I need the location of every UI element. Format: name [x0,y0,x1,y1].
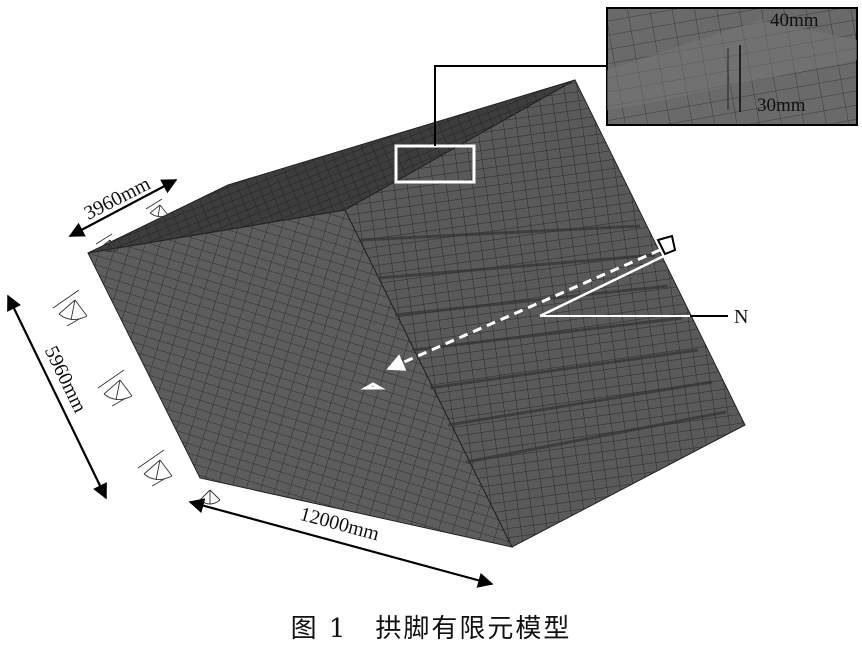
dimension-arrow-height [7,294,107,500]
triangle-marker-icon [360,382,386,390]
normal-solid-arrow [539,252,669,318]
normal-dashed-arrow [386,248,661,371]
normal-bracket-icon [656,234,677,256]
detail-inset [606,7,858,126]
dimension-label-width: 3960mm [81,173,155,225]
dimension-arrow-length [188,498,494,588]
stiffener-bands [359,224,727,464]
figure-caption: 图 1 拱脚有限元模型 [0,608,862,645]
dimension-arrow-width [68,179,178,237]
inset-label-bottom: 30mm [757,95,806,116]
normal-label: N [734,306,748,328]
inset-leader-line [434,65,607,146]
inset-label-top: 40mm [770,10,819,31]
caption-number: 图 1 [290,614,348,644]
caption-title: 拱脚有限元模型 [375,614,572,644]
